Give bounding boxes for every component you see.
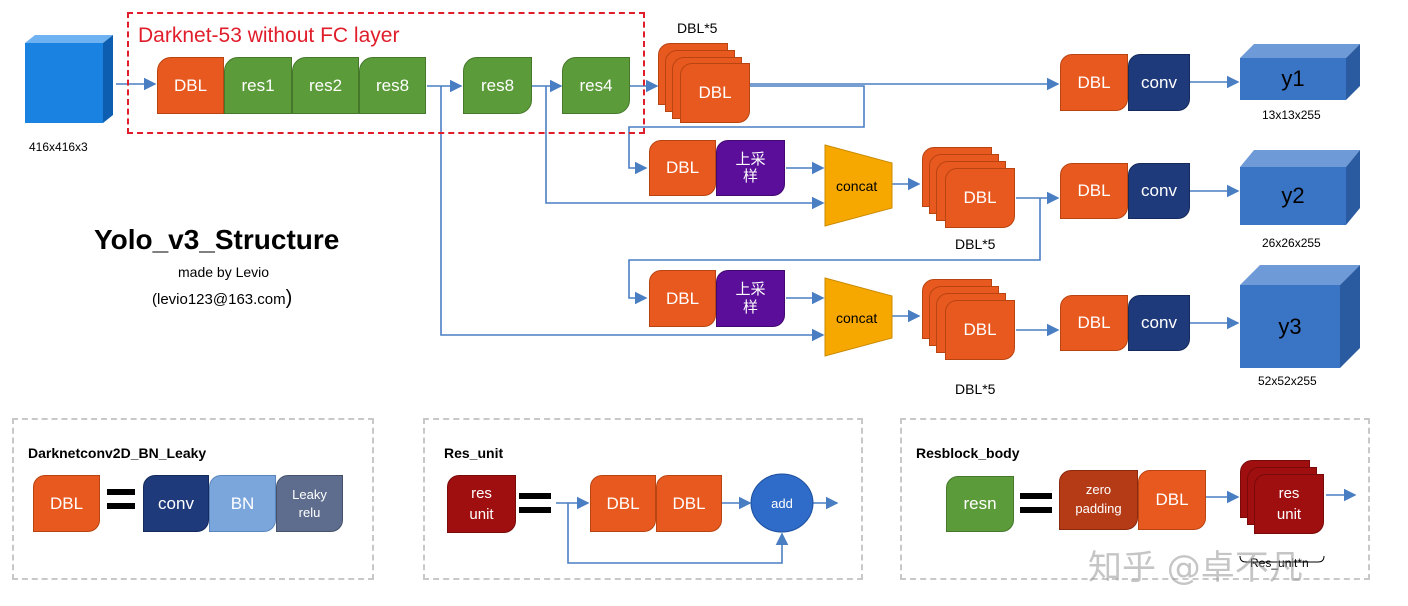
- dbl5-label-1: DBL*5: [677, 20, 718, 36]
- legend-resn: resn: [946, 476, 1014, 532]
- head3-conv: conv: [1128, 295, 1190, 351]
- legend-leaky-label: Leaky relu: [292, 486, 327, 520]
- legend-add-label: add: [771, 495, 793, 511]
- head2-conv: conv: [1128, 163, 1190, 219]
- diagram-title: Yolo_v3_Structure: [94, 224, 340, 255]
- legend-leaky: Leaky relu: [276, 475, 343, 532]
- branch1-upsample: 上采 样: [716, 140, 785, 196]
- legend-darknetconv-heading: Darknetconv2D_BN_Leaky: [28, 445, 207, 461]
- output-y1-label: y1: [1281, 66, 1305, 91]
- dbl5-stack-3-top: DBL: [945, 300, 1015, 360]
- backbone-res1: res1: [224, 57, 292, 114]
- legend-resunit-stack-label: res unit: [1276, 485, 1302, 523]
- input-cube: [25, 35, 113, 123]
- legend-resunit-dbl-1: DBL: [590, 475, 656, 532]
- email-text: (levio123@163.com: [152, 291, 286, 308]
- branch1-dbl: DBL: [649, 140, 716, 196]
- concat-2: [824, 277, 893, 357]
- output-cube-y2: [1240, 150, 1360, 225]
- edge-route-concat2: [440, 86, 825, 342]
- dbl5-stack-1-top: DBL: [680, 63, 750, 123]
- edge-route-concat1: [545, 86, 825, 210]
- legend-resunit-dbl-2: DBL: [656, 475, 722, 532]
- backbone-res4: res4: [562, 57, 630, 114]
- dbl5-label-3: DBL*5: [955, 381, 996, 397]
- upsample-2-label: 上采 样: [735, 280, 766, 316]
- legend-resunit-lhs: res unit: [447, 475, 516, 533]
- head3-dbl: DBL: [1060, 295, 1128, 351]
- output-y1-size: 13x13x255: [1262, 108, 1321, 122]
- legend-resunit-lhs-label: res unit: [469, 485, 494, 523]
- legend-conv: conv: [143, 475, 209, 532]
- legend-resunit-stack-top: res unit: [1254, 474, 1324, 534]
- concat-2-label: concat: [836, 310, 878, 326]
- legend-dbl: DBL: [33, 475, 100, 532]
- output-cube-y3: [1240, 265, 1360, 368]
- backbone-dbl: DBL: [157, 57, 224, 114]
- legend-darknetconv-box: [12, 418, 374, 580]
- edge-resunit-skip: [567, 503, 789, 564]
- edge-branch-up1: [628, 85, 865, 175]
- legend-resblock-box: [900, 418, 1370, 580]
- email-close: ): [285, 287, 293, 309]
- input-size-label: 416x416x3: [29, 140, 88, 154]
- dbl5-stack-2-top: DBL: [945, 168, 1015, 228]
- output-y2-size: 26x26x255: [1262, 236, 1321, 250]
- concat-1: [824, 144, 893, 227]
- output-cube-y1: [1240, 44, 1360, 100]
- author-line: made by Levio: [178, 264, 270, 280]
- legend-resblock-heading: Resblock_body: [916, 445, 1020, 461]
- branch2-dbl: DBL: [649, 270, 716, 327]
- legend-resunit-stack-caption: Res_unit*n: [1250, 556, 1309, 570]
- upsample-1-label: 上采 样: [735, 149, 766, 185]
- head1-dbl: DBL: [1060, 54, 1128, 111]
- backbone-res8-second: res8: [463, 57, 532, 114]
- concat-1-label: concat: [836, 178, 878, 194]
- branch2-upsample: 上采 样: [716, 270, 785, 327]
- backbone-frame: [127, 12, 645, 134]
- watermark: 知乎 @卓不凡: [1088, 548, 1303, 588]
- dbl5-label-2: DBL*5: [955, 236, 996, 252]
- legend-bn: BN: [209, 475, 276, 532]
- legend-resunit-box: [423, 418, 863, 580]
- email-line: (levio123@163.com): [152, 287, 292, 310]
- legend-resunit-heading: Res_unit: [444, 445, 504, 461]
- backbone-res2: res2: [292, 57, 359, 114]
- backbone-res8: res8: [359, 57, 426, 114]
- backbone-title: Darknet-53 without FC layer: [138, 24, 400, 47]
- head1-conv: conv: [1128, 54, 1190, 111]
- legend-resblock-dbl: DBL: [1138, 470, 1206, 530]
- legend-zero-padding-label: zero padding: [1075, 482, 1122, 516]
- legend-zero-padding: zero padding: [1059, 470, 1138, 530]
- output-y2-label: y2: [1281, 183, 1305, 208]
- output-y3-size: 52x52x255: [1258, 374, 1317, 388]
- output-y3-label: y3: [1278, 313, 1302, 339]
- edge-branch-up2: [628, 198, 1041, 305]
- add-node: [750, 473, 814, 533]
- head2-dbl: DBL: [1060, 163, 1128, 219]
- equals-signs: [107, 489, 1052, 513]
